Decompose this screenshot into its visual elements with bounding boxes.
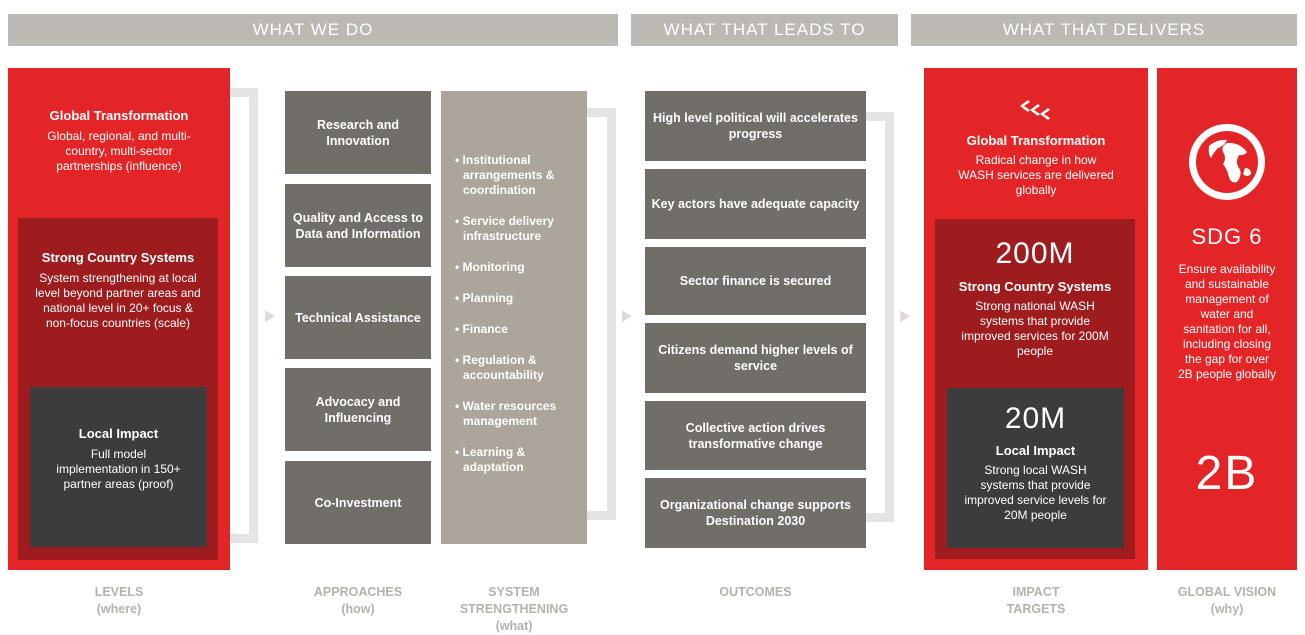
chevron-right-icon: ►: [896, 305, 913, 327]
outcome-box: Sector finance is secured: [645, 247, 866, 315]
vision-title: SDG 6: [1191, 224, 1263, 249]
triple-arrow-icon: [1020, 100, 1050, 120]
chevron-right-icon: ►: [618, 305, 635, 327]
approach-box: Advocacy and Influencing: [285, 368, 431, 451]
level-country-title: Strong Country Systems: [41, 250, 195, 265]
chevron-right-icon: ►: [261, 305, 278, 327]
system-strengthening-panel: • Institutional arrangements & coordinat…: [441, 91, 587, 544]
list-item: • Water resources management: [455, 399, 557, 428]
column-label-vision: GLOBAL VISION (why): [1177, 585, 1277, 616]
system-bracket: [586, 108, 616, 520]
list-item: • Institutional arrangements & coordinat…: [455, 153, 555, 197]
list-item: • Finance: [455, 322, 508, 336]
level-global-desc: Global, regional, and multi-country, mul…: [47, 129, 191, 173]
level-local-title: Local Impact: [78, 426, 159, 441]
approach-box: Quality and Access to Data and Informati…: [285, 184, 431, 267]
levels-bracket: [228, 88, 258, 543]
vision-desc: Ensure availability and sustainable mana…: [1177, 262, 1277, 381]
column-label-approaches: APPROACHES (how): [313, 585, 403, 616]
outcome-box: Organizational change supports Destinati…: [645, 478, 866, 548]
system-strengthening-list: • Institutional arrangements & coordinat…: [455, 153, 581, 491]
list-item: • Monitoring: [455, 260, 525, 274]
impact-country-desc: Strong national WASH systems that provid…: [961, 299, 1109, 358]
approach-box: Co-Investment: [285, 461, 431, 544]
impact-global-title: Global Transformation: [966, 133, 1106, 148]
outcome-box: Key actors have adequate capacity: [645, 169, 866, 239]
impact-country-title: Strong Country Systems: [958, 279, 1112, 294]
outcomes-bracket: [864, 112, 894, 522]
header-what-we-do: WHAT WE DO: [8, 14, 618, 46]
list-item: • Service delivery infrastructure: [455, 214, 554, 243]
header-delivers: WHAT THAT DELIVERS: [911, 14, 1297, 46]
impact-local-title: Local Impact: [995, 443, 1076, 458]
level-global-title: Global Transformation: [49, 108, 189, 123]
impact-country-number: 200M: [995, 237, 1075, 270]
approach-box: Research and Innovation: [285, 91, 431, 174]
header-leads-to: WHAT THAT LEADS TO: [631, 14, 898, 46]
level-local-panel: Local Impact Full model implementation i…: [30, 387, 207, 547]
outcome-box: High level political will accelerates pr…: [645, 91, 866, 161]
vision-panel: SDG 6 Ensure availability and sustainabl…: [1157, 68, 1297, 570]
column-label-levels: LEVELS (where): [94, 585, 144, 616]
list-item: • Regulation & accountability: [455, 353, 544, 382]
outcome-box: Collective action drives transformative …: [645, 401, 866, 470]
impact-global-desc: Radical change in how WASH services are …: [958, 153, 1114, 197]
column-label-system: SYSTEM STRENGTHENING (what): [459, 585, 569, 633]
column-label-outcomes: OUTCOMES: [719, 585, 792, 599]
approach-box: Technical Assistance: [285, 276, 431, 359]
impact-local-number: 20M: [1004, 402, 1067, 435]
list-item: • Learning & adaptation: [455, 445, 526, 474]
outcome-box: Citizens demand higher levels of service: [645, 323, 866, 393]
impact-local-desc: Strong local WASH systems that provide i…: [964, 463, 1107, 522]
level-country-desc: System strengthening at local level beyo…: [35, 271, 201, 330]
impact-local-panel: 20M Local Impact Strong local WASH syste…: [947, 388, 1124, 548]
column-label-impact: IMPACT TARGETS: [1006, 585, 1066, 616]
vision-number: 2B: [1195, 447, 1259, 500]
level-local-desc: Full model implementation in 150+ partne…: [56, 447, 181, 491]
globe-icon: [1189, 124, 1265, 200]
list-item: • Planning: [455, 291, 514, 305]
